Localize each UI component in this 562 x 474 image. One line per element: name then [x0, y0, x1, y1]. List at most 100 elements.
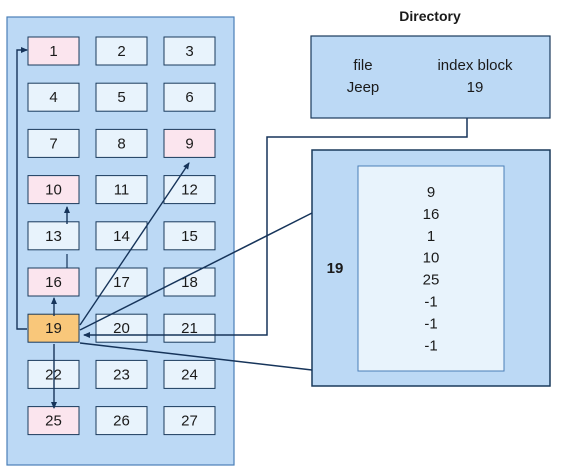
block-chain-arrows [16, 47, 190, 409]
disk-block-box [27, 36, 80, 66]
disk-block-box [163, 82, 216, 112]
directory-header-file: file [353, 57, 372, 74]
disk-block-23: 23 [95, 359, 148, 389]
disk-block-box [163, 359, 216, 389]
zoom-line-top [79, 212, 313, 331]
disk-block-number: 14 [113, 228, 130, 245]
disk-block-number: 11 [114, 182, 130, 199]
disk-block-number: 13 [45, 228, 62, 245]
directory-table [310, 35, 551, 119]
disk-block-number: 21 [181, 320, 198, 337]
disk-block-number: 8 [117, 135, 125, 152]
disk-block-box [163, 36, 216, 66]
directory-header-index-block: index block [437, 57, 513, 74]
index-pointer-value: -1 [424, 315, 437, 332]
disk-block-box [27, 221, 80, 251]
disk-block-box [27, 267, 80, 297]
disk-block-box [27, 313, 80, 343]
disk-block-number: 17 [113, 274, 130, 291]
disk-block-box [95, 359, 148, 389]
disk-block-number: 4 [49, 89, 57, 106]
pointer-arrow-to-9 [79, 162, 190, 326]
disk-block-box [163, 267, 216, 297]
disk-block-6: 6 [163, 82, 216, 112]
index-pointer-value: 25 [423, 272, 440, 289]
disk-block-number: 27 [181, 413, 198, 430]
disk-block-26: 26 [95, 406, 148, 436]
disk-block-16: 16 [27, 267, 80, 297]
index-pointer-value: 9 [427, 184, 435, 201]
index-pointer-value: -1 [424, 294, 437, 311]
disk-block-number: 10 [45, 182, 62, 199]
disk-block-8: 8 [95, 128, 148, 158]
disk-block-10: 10 [27, 175, 80, 205]
disk-block-2: 2 [95, 36, 148, 66]
disk-block-15: 15 [163, 221, 216, 251]
disk-block-4: 4 [27, 82, 80, 112]
disk-blocks: 1234567891011121314151617181920212223242… [27, 36, 216, 436]
disk-block-box [163, 406, 216, 436]
disk-block-25: 25 [27, 406, 80, 436]
index-pointer-value: 1 [427, 228, 435, 245]
disk-block-17: 17 [95, 267, 148, 297]
index-pointer-value: -1 [424, 337, 437, 354]
disk-block-number: 2 [117, 43, 125, 60]
directory-to-index-block-arrow [83, 118, 468, 338]
disk-block-box [163, 128, 216, 158]
disk-block-number: 5 [117, 89, 125, 106]
disk-block-9: 9 [163, 128, 216, 158]
disk-block-number: 18 [181, 274, 198, 291]
zoom-line-bottom [79, 342, 313, 371]
disk-block-box [95, 175, 148, 205]
disk-block-12: 12 [163, 175, 216, 205]
disk-block-box [163, 221, 216, 251]
disk-block-box [95, 82, 148, 112]
disk-block-14: 14 [95, 221, 148, 251]
disk-block-13: 13 [27, 221, 80, 251]
disk-block-5: 5 [95, 82, 148, 112]
disk-block-box [95, 313, 148, 343]
disk-block-box [27, 406, 80, 436]
disk-block-number: 19 [45, 320, 62, 337]
disk-block-box [95, 221, 148, 251]
disk-block-box [95, 128, 148, 158]
disk-block-21: 21 [163, 313, 216, 343]
disk-block-18: 18 [163, 267, 216, 297]
disk-block-11: 11 [95, 175, 148, 205]
disk-block-number: 16 [45, 274, 62, 291]
pointer-arrow-to-1 [16, 47, 28, 330]
index-block-contents [357, 165, 505, 372]
disk-block-box [27, 128, 80, 158]
disk-block-number: 3 [185, 43, 193, 60]
disk-block-27: 27 [163, 406, 216, 436]
disk-block-number: 20 [113, 320, 130, 337]
disk-block-20: 20 [95, 313, 148, 343]
disk-block-number: 23 [113, 366, 130, 383]
directory-entry-file: Jeep [347, 79, 380, 96]
disk-block-box [163, 313, 216, 343]
disk-block-19: 19 [27, 313, 80, 343]
disk-block-24: 24 [163, 359, 216, 389]
disk-block-box [27, 175, 80, 205]
index-pointer-value: 16 [423, 206, 440, 223]
disk-block-number: 7 [49, 135, 57, 152]
disk-block-box [95, 267, 148, 297]
disk-block-box [27, 82, 80, 112]
disk-block-number: 25 [45, 413, 62, 430]
disk-block-box [95, 36, 148, 66]
disk-block-number: 1 [49, 43, 57, 60]
index-block-panel-label: 19 [327, 260, 344, 277]
disk-block-box [163, 175, 216, 205]
directory-title: Directory [399, 8, 461, 24]
disk-block-number: 26 [113, 413, 130, 430]
disk-block-number: 6 [185, 89, 193, 106]
directory-entry-index-block: 19 [467, 79, 484, 96]
disk-block-3: 3 [163, 36, 216, 66]
disk-block-1: 1 [27, 36, 80, 66]
disk-block-number: 12 [181, 182, 198, 199]
disk-block-number: 9 [185, 135, 193, 152]
disk-block-7: 7 [27, 128, 80, 158]
